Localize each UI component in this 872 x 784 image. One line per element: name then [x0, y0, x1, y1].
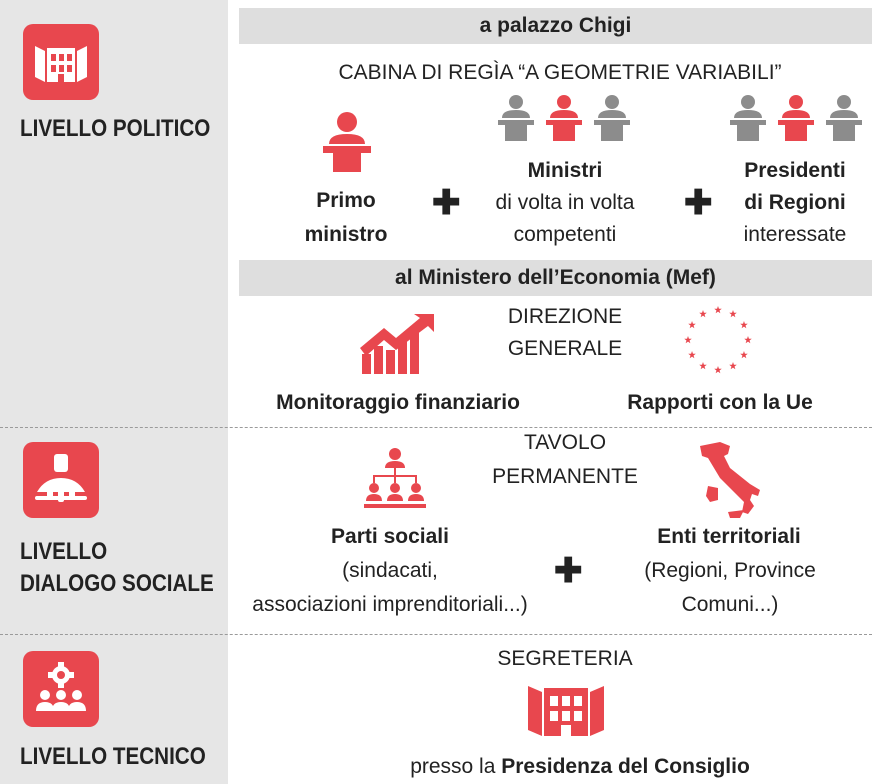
cabina-di-regia-subtitle: CABINA DI REGÌA “A GEOMETRIE VARIABILI” [338, 61, 782, 84]
presidenti-line2: di Regioni [744, 191, 846, 214]
presidenza-del-consiglio-text: Presidenza del Consiglio [501, 755, 750, 778]
palace-building-icon [528, 686, 604, 736]
mef-header: al Ministero dell’Economia (Mef) [239, 260, 872, 296]
growth-chart-icon [360, 314, 434, 374]
eu-star [740, 351, 748, 359]
presso-la-text: presso la [410, 755, 502, 778]
palazzo-chigi-header: a palazzo Chigi [239, 8, 872, 44]
eu-star [688, 351, 696, 359]
eu-star [729, 310, 737, 318]
divider-political-social [0, 427, 872, 428]
ministro-label: ministro [304, 223, 388, 246]
italy-map-icon [700, 442, 760, 518]
divider-social-technical [0, 634, 872, 635]
presidenti-line3: interessate [743, 223, 847, 246]
ministri-line2: di volta in volta [495, 191, 635, 214]
plus-icon: ✚ [554, 552, 583, 590]
permanente-label: PERMANENTE [492, 465, 638, 488]
ministers-group-icon [498, 95, 630, 141]
level-social-label-line1: LIVELLO [20, 538, 108, 565]
eu-star [744, 336, 752, 344]
generale-label: GENERALE [507, 337, 623, 360]
parti-sociali-line3: associazioni imprenditoriali...) [252, 593, 528, 616]
plus-icon: ✚ [432, 184, 461, 222]
eu-star [688, 321, 696, 329]
eu-star [729, 361, 737, 370]
primo-label: Primo [316, 189, 376, 212]
parti-sociali-line2: (sindacati, [342, 559, 438, 582]
org-chart-icon [364, 448, 426, 508]
monitoraggio-label: Monitoraggio finanziario [276, 391, 520, 414]
presidents-group-icon [730, 95, 862, 141]
segreteria-label: SEGRETERIA [497, 647, 633, 670]
level-technical-label: LIVELLO TECNICO [20, 743, 206, 770]
gear-team-icon [23, 651, 99, 727]
eu-star [699, 310, 707, 318]
level-social-label-line2: DIALOGO SOCIALE [20, 570, 214, 597]
tavolo-label: TAVOLO [523, 431, 607, 454]
eu-star [714, 366, 722, 374]
presidenti-title: Presidenti [744, 159, 846, 182]
parti-sociali-title: Parti sociali [331, 525, 449, 548]
level-political-label: LIVELLO POLITICO [20, 115, 211, 142]
eu-star [699, 361, 707, 370]
rapporti-ue-label: Rapporti con la Ue [627, 391, 813, 414]
eu-star [714, 306, 722, 314]
direzione-label: DIREZIONE [507, 305, 623, 328]
ministri-title: Ministri [527, 159, 603, 182]
enti-territoriali-title: Enti territoriali [657, 525, 801, 548]
plus-icon: ✚ [684, 184, 713, 222]
eu-star [684, 336, 692, 344]
enti-territoriali-line3: Comuni...) [681, 593, 779, 616]
eu-star [740, 321, 748, 329]
ministri-line3: competenti [513, 223, 617, 246]
presidenza-line: presso la Presidenza del Consiglio [300, 752, 860, 782]
enti-territoriali-line2: (Regioni, Province [644, 559, 816, 582]
podium-speaker-icon [323, 112, 371, 172]
eu-stars-icon [684, 306, 752, 374]
palace-icon [23, 24, 99, 100]
handshake-icon [23, 442, 99, 518]
